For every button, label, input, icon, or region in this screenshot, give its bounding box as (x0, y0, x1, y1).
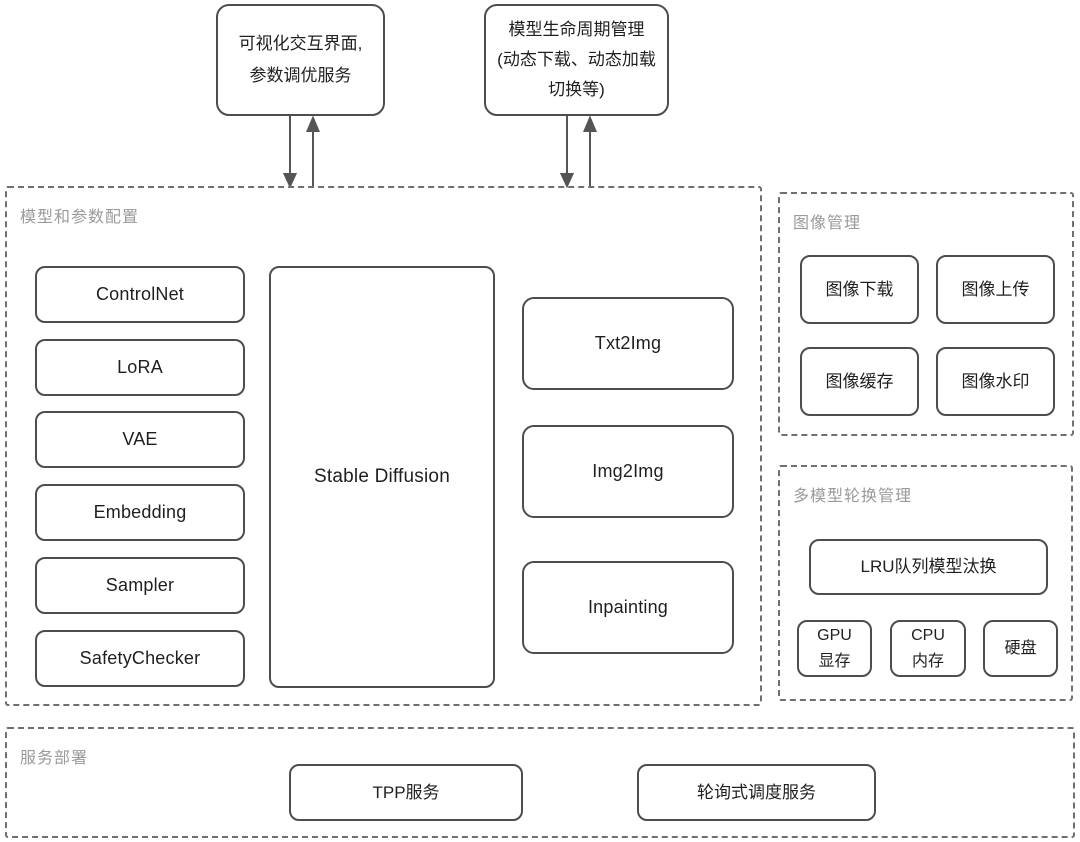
node-model-lifecycle-line3: 切换等) (548, 79, 605, 99)
node-hard-disk-line1: 硬盘 (1004, 639, 1037, 657)
node-visual-ui-service: 可视化交互界面, 参数调优服务 (216, 4, 385, 116)
node-model-lifecycle-line1: 模型生命周期管理 (508, 20, 645, 40)
group-service-deployment: 服务部署 TPP服务 轮询式调度服务 (5, 727, 1075, 838)
node-cpu-ram-line2: 内存 (911, 652, 944, 670)
node-image-cache: 图像缓存 (800, 347, 919, 416)
arrowhead-down-2 (559, 173, 575, 189)
node-sampler: Sampler (35, 557, 245, 614)
group-image-management: 图像管理 图像下载 图像上传 图像缓存 图像水印 (778, 192, 1074, 436)
node-image-upload: 图像上传 (936, 255, 1055, 324)
node-cpu-ram-line1: CPU (911, 626, 945, 644)
node-model-lifecycle: 模型生命周期管理 (动态下载、动态加载 切换等) (484, 4, 669, 116)
group-model-config: 模型和参数配置 ControlNet LoRA VAE Embedding Sa… (5, 186, 762, 706)
node-img2img: Img2Img (522, 425, 734, 518)
node-embedding: Embedding (35, 484, 245, 541)
node-visual-ui-line2: 参数调优服务 (249, 66, 352, 85)
node-model-lifecycle-line2: (动态下载、动态加载 (497, 50, 656, 70)
node-vae: VAE (35, 411, 245, 468)
node-image-watermark: 图像水印 (936, 347, 1055, 416)
arrowhead-up-1 (305, 115, 321, 132)
node-image-download: 图像下载 (800, 255, 919, 324)
node-stable-diffusion: Stable Diffusion (269, 266, 495, 688)
node-cpu-ram: CPU 内存 (890, 620, 966, 677)
node-lora: LoRA (35, 339, 245, 396)
group-model-rotation-label: 多模型轮换管理 (793, 488, 913, 505)
arrowhead-up-2 (582, 115, 598, 132)
group-service-deployment-label: 服务部署 (20, 750, 89, 767)
group-model-config-label: 模型和参数配置 (20, 209, 140, 226)
node-controlnet: ControlNet (35, 266, 245, 323)
node-inpainting: Inpainting (522, 561, 734, 654)
node-gpu-vram-line1: GPU (817, 626, 852, 644)
node-gpu-vram-line2: 显存 (818, 652, 851, 670)
group-model-rotation: 多模型轮换管理 LRU队列模型汰换 GPU 显存 CPU 内存 硬盘 (778, 465, 1073, 701)
node-visual-ui-line1: 可视化交互界面, (238, 33, 363, 53)
arrowhead-down-1 (282, 173, 298, 189)
node-hard-disk: 硬盘 (983, 620, 1058, 677)
node-txt2img: Txt2Img (522, 297, 734, 390)
node-round-robin-service: 轮询式调度服务 (637, 764, 876, 821)
node-tpp-service: TPP服务 (289, 764, 523, 821)
node-gpu-vram: GPU 显存 (797, 620, 872, 677)
group-image-management-label: 图像管理 (793, 215, 862, 232)
node-lru-eviction: LRU队列模型汰换 (809, 539, 1048, 595)
node-safetychecker: SafetyChecker (35, 630, 245, 687)
